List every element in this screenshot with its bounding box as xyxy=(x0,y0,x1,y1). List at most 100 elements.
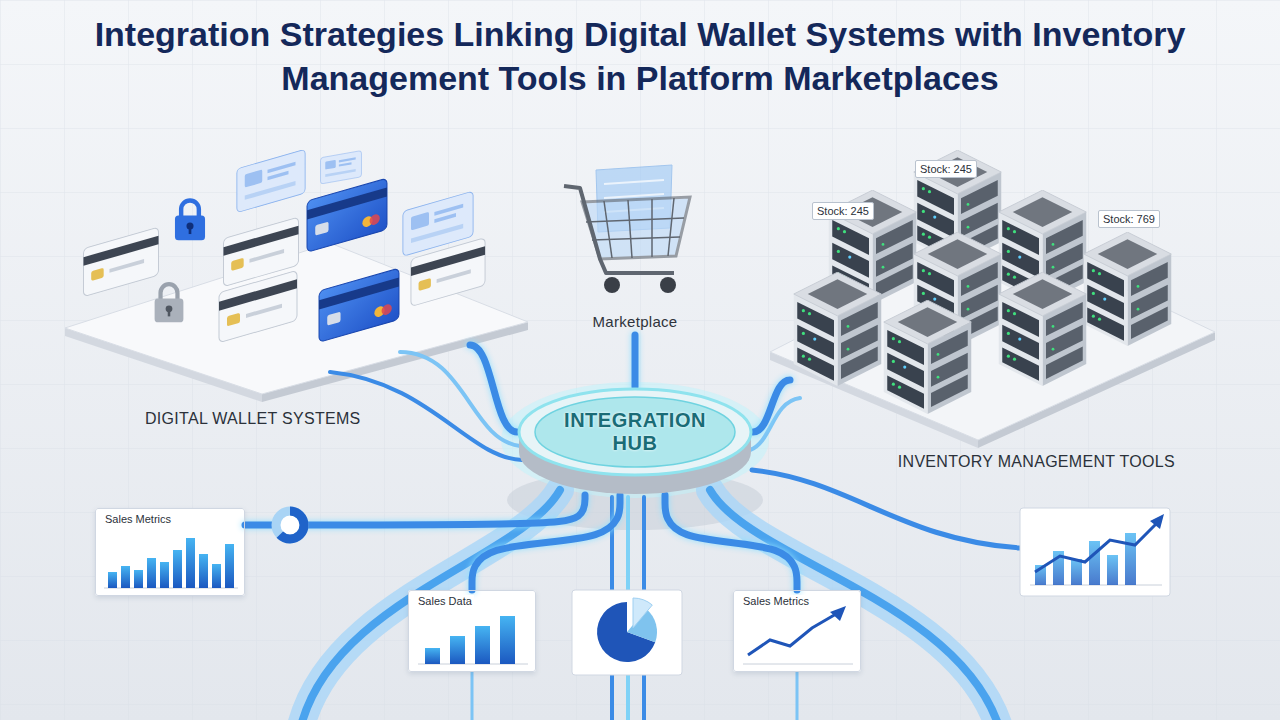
bar-chart xyxy=(500,616,515,664)
server-rack xyxy=(884,300,972,414)
bar-chart xyxy=(121,566,130,588)
shopping-cart xyxy=(604,201,612,258)
diagram-title: Integration Strategies Linking Digital W… xyxy=(30,12,1250,100)
wallet-card xyxy=(155,284,184,322)
bar-chart xyxy=(134,570,143,588)
connector-group xyxy=(245,335,797,590)
server-rack xyxy=(999,272,1087,386)
bar-chart xyxy=(1125,533,1136,585)
shopping-cart xyxy=(586,218,684,222)
hub-glow xyxy=(501,382,769,498)
node-label: INVENTORY MANAGEMENT TOOLS xyxy=(898,452,1175,471)
stock-tag: Stock: 245 xyxy=(812,202,874,220)
shopping-cart xyxy=(564,165,690,293)
connector xyxy=(753,380,790,432)
panel-label: Sales Metrics xyxy=(103,513,173,526)
bar-chart xyxy=(225,544,234,588)
chart-panel: Sales Metrics xyxy=(95,508,245,596)
server-rack xyxy=(794,272,882,386)
shopping-cart xyxy=(604,277,620,293)
shopping-cart xyxy=(564,186,674,273)
data-pipe xyxy=(710,490,1000,720)
wallet-card xyxy=(307,178,387,252)
bar-chart xyxy=(425,648,440,664)
panel-label: Sales Data xyxy=(416,595,474,608)
data-pipe xyxy=(710,490,1000,720)
pie-chart xyxy=(633,598,652,628)
bar-chart xyxy=(199,554,208,588)
wallet-platform: DIGITAL WALLET SYSTEMS xyxy=(60,150,470,430)
node-label: DIGITAL WALLET SYSTEMS xyxy=(145,409,361,428)
shopping-cart xyxy=(628,200,632,258)
connector xyxy=(470,345,517,432)
chart-panel-ground xyxy=(1020,508,1170,596)
bar-chart xyxy=(160,562,169,588)
line-chart xyxy=(1150,514,1164,529)
shopping-cart xyxy=(604,180,664,184)
chart-panel-ground xyxy=(95,508,1170,675)
data-pipe xyxy=(752,470,1020,548)
panel-label: Sales Metrics xyxy=(741,595,811,608)
wallet-card xyxy=(237,149,305,212)
chart-panel: Sales Metrics xyxy=(733,590,861,672)
chart-panel-ground xyxy=(95,508,245,596)
bar-chart xyxy=(475,626,490,664)
donut-chart xyxy=(276,511,304,539)
line-chart xyxy=(743,664,853,665)
wallet-card xyxy=(219,270,297,342)
bar-chart xyxy=(1071,559,1082,585)
chart-panel: Sales Data xyxy=(408,590,536,672)
pie-chart xyxy=(597,598,657,662)
bar-chart xyxy=(450,636,465,664)
bar-chart xyxy=(108,572,117,588)
inventory-platform: INVENTORY MANAGEMENT TOOLS xyxy=(790,150,1220,475)
chart-panel-ground xyxy=(733,590,861,672)
wallet-card xyxy=(84,227,159,297)
shopping-cart xyxy=(651,199,653,257)
hub-disc xyxy=(535,397,735,467)
wallet-card xyxy=(84,149,486,342)
line-chart xyxy=(1035,524,1156,572)
donut-chart xyxy=(276,511,304,539)
server-rack xyxy=(1084,232,1172,346)
bar-chart xyxy=(104,533,1162,664)
server-rack xyxy=(794,150,1172,414)
bar-chart xyxy=(173,550,182,588)
shopping-cart xyxy=(592,237,680,240)
wallet-card xyxy=(321,151,362,184)
connector xyxy=(665,495,797,590)
chart-panel-ground xyxy=(408,590,536,672)
bar-chart xyxy=(186,538,195,588)
line-chart xyxy=(743,514,1164,664)
wallet-card xyxy=(175,200,205,240)
bar-chart xyxy=(212,564,221,588)
bar-chart xyxy=(147,558,156,588)
node-label: Marketplace xyxy=(592,313,677,331)
hub-label: INTEGRATION HUB xyxy=(550,409,720,455)
wallet-card xyxy=(411,238,485,307)
hub-disc xyxy=(519,389,751,475)
connector xyxy=(632,335,639,387)
line-chart xyxy=(830,606,846,621)
stock-tag: Stock: 769 xyxy=(1098,210,1160,228)
line-chart xyxy=(748,614,836,655)
bar-chart xyxy=(1089,541,1100,585)
shopping-cart xyxy=(668,198,674,256)
wallet-card xyxy=(319,268,399,342)
bar-chart xyxy=(1107,555,1118,585)
shopping-cart xyxy=(660,277,676,293)
data-pipe xyxy=(796,672,799,720)
integration-hub: INTEGRATION HUB xyxy=(517,387,753,495)
connector xyxy=(472,495,620,590)
data-pipe xyxy=(471,672,474,720)
donut-chart xyxy=(276,511,304,539)
stock-tag: Stock: 245 xyxy=(915,160,977,178)
